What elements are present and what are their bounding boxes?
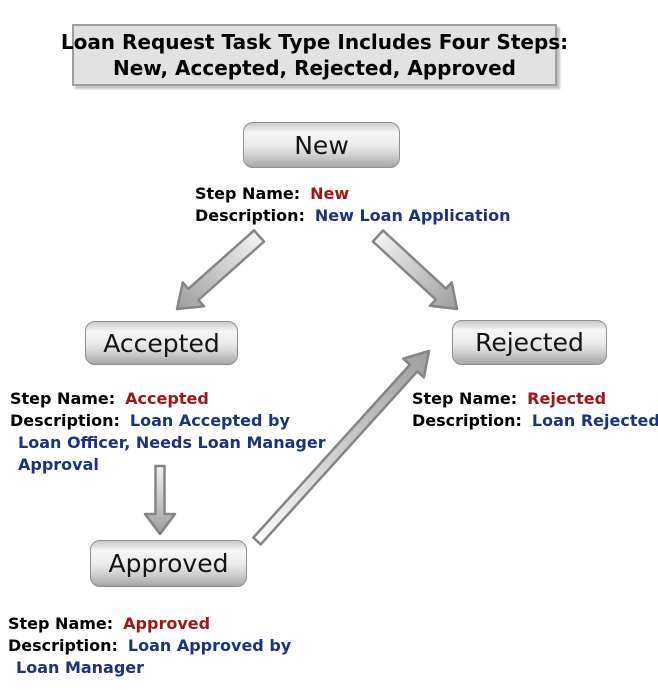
annotation-accepted-step-line: Step Name: Accepted — [10, 388, 326, 410]
annotation-new: Step Name: New Description: New Loan Appli… — [195, 183, 510, 227]
description-value: Loan Rejected — [531, 411, 658, 430]
node-new-label: New — [294, 130, 349, 160]
arrow-new-to-accepted — [175, 229, 266, 311]
title-line-2: New, Accepted, Rejected, Approved — [112, 56, 516, 80]
step-name-label: Step Name: — [10, 389, 116, 408]
description-label: Description: — [10, 411, 120, 430]
description-value-line3: Approval — [18, 455, 99, 474]
node-rejected-label: Rejected — [475, 328, 584, 357]
description-value: New Loan Application — [314, 206, 511, 225]
annotation-new-step-line: Step Name: New — [195, 183, 510, 205]
step-name-label: Step Name: — [8, 614, 114, 633]
annotation-new-desc-line: Description: New Loan Application — [195, 205, 510, 227]
node-accepted-label: Accepted — [103, 328, 220, 358]
description-label: Description: — [195, 206, 305, 225]
step-name-value: Accepted — [125, 389, 209, 408]
node-rejected: Rejected — [452, 320, 607, 365]
annotation-approved-step-line: Step Name: Approved — [8, 613, 291, 635]
annotation-approved: Step Name: Approved Description: Loan Appr… — [8, 613, 291, 679]
annotation-approved-desc-line: Description: Loan Approved by — [8, 635, 291, 657]
description-value-line2: Loan Officer, Needs Loan Manager — [18, 433, 326, 452]
diagram-title: Loan Request Task Type Includes Four Ste… — [61, 24, 568, 86]
step-name-value: New — [310, 184, 350, 203]
description-value-line1: Loan Approved by — [127, 636, 292, 655]
node-approved-label: Approved — [108, 549, 229, 578]
node-approved: Approved — [90, 540, 247, 587]
description-value-line2: Loan Manager — [16, 658, 145, 677]
arrow-new-to-rejected — [371, 229, 459, 311]
annotation-accepted-desc-line3: Approval — [10, 454, 326, 476]
description-label: Description: — [8, 636, 118, 655]
annotation-accepted-desc-line: Description: Loan Accepted by — [10, 410, 326, 432]
step-name-value: Approved — [123, 614, 211, 633]
node-new: New — [243, 122, 400, 168]
node-accepted: Accepted — [85, 321, 238, 365]
annotation-rejected-desc-line: Description: Loan Rejected — [412, 410, 658, 432]
annotation-rejected: Step Name: Rejected Description: Loan Reje… — [412, 388, 658, 432]
step-name-label: Step Name: — [412, 389, 518, 408]
title-line-1: Loan Request Task Type Includes Four Ste… — [60, 30, 569, 54]
arrow-accepted-to-approved — [143, 464, 177, 536]
step-name-label: Step Name: — [195, 184, 301, 203]
description-label: Description: — [412, 411, 522, 430]
annotation-rejected-step-line: Step Name: Rejected — [412, 388, 658, 410]
step-name-value: Rejected — [527, 389, 607, 408]
annotation-accepted: Step Name: Accepted Description: Loan Acce… — [10, 388, 326, 476]
description-value-line1: Loan Accepted by — [129, 411, 290, 430]
annotation-accepted-desc-line2: Loan Officer, Needs Loan Manager — [10, 432, 326, 454]
annotation-approved-desc-line2: Loan Manager — [8, 657, 291, 679]
